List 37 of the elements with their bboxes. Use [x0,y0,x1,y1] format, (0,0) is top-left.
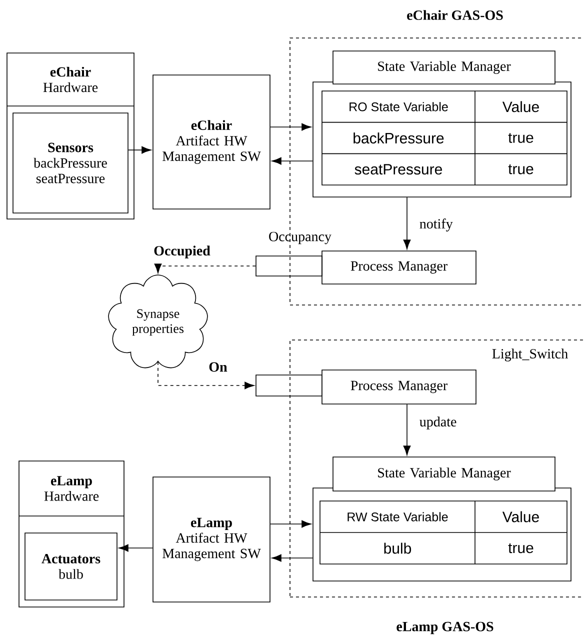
manager-box: State Variable Manager [332,456,556,492]
table-cell: Value [502,101,539,112]
table-cell: RW State Variable [348,512,448,522]
edge-label: Occupied [152,244,212,260]
region-title: eChair GAS-OS [407,10,503,20]
process-name: Light_Switch [492,348,568,362]
table-cell: true [508,164,534,174]
arrow [272,554,313,562]
arrow [270,123,312,131]
software-box: eLamp Artifact HW Management SW [152,476,270,602]
actuator-box: Actuators bulb [24,532,118,600]
arrow [154,264,256,274]
table-cell: Value [502,511,539,522]
arrow [272,157,313,165]
arrow [118,544,153,552]
arrow [158,362,254,390]
software-box: eChair Artifact HW Management SW [152,74,270,210]
table-cell: true [508,543,534,554]
table-cell: RO State Variable [350,102,448,112]
manager-box: State Variable Manager [332,50,556,84]
edge-label: notify [418,218,454,232]
arrow [270,520,312,528]
table-cell: backPressure [354,132,444,144]
region-title: eLamp GAS-OS [396,622,494,634]
port-label: Occupancy [269,232,332,244]
edge-label: On [208,361,228,373]
sensor-box: Sensors backPressure seatPressure [12,112,128,214]
edge-label: update [418,416,458,430]
process-box: Process Manager [322,250,476,284]
table-cell: bulb [384,542,412,554]
arrow [403,197,411,250]
port-box [256,374,322,396]
table-cell: seatPressure [354,164,442,175]
arrow [403,404,411,456]
arrow [128,146,152,154]
process-box: Process Manager [322,370,476,404]
table-cell: true [508,133,534,143]
